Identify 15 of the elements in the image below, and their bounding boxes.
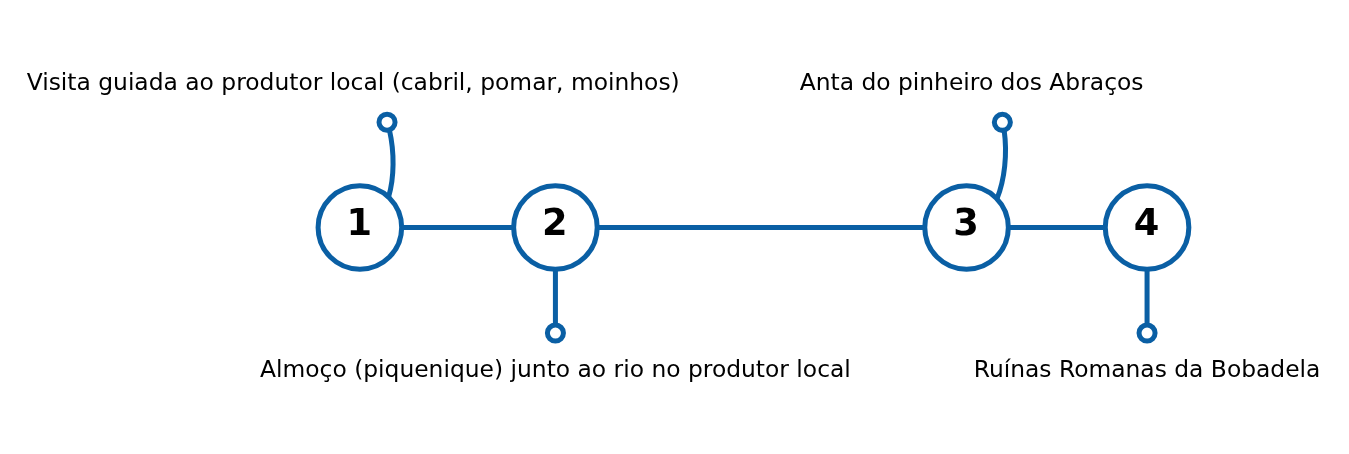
node-text: Anta do pinheiro dos Abraços (799, 67, 1144, 96)
node-circle: 2 (511, 182, 600, 272)
connector (1136, 269, 1158, 344)
connector (991, 111, 1013, 200)
node-text: Ruínas Romanas da Bobadela (973, 354, 1321, 383)
node-text: Visita guiada ao produtor local (cabril, pomar, moinhos) (26, 67, 680, 96)
connector (376, 111, 398, 197)
connector (1008, 224, 1105, 230)
connector (597, 224, 925, 230)
node-circle: 1 (315, 182, 405, 272)
connector (544, 269, 566, 344)
node-circle: 3 (922, 182, 1011, 272)
node-text: Almoço (piquenique) junto ao rio no produtor local (260, 354, 851, 383)
node-circle: 4 (1102, 182, 1192, 272)
connector (401, 224, 514, 230)
